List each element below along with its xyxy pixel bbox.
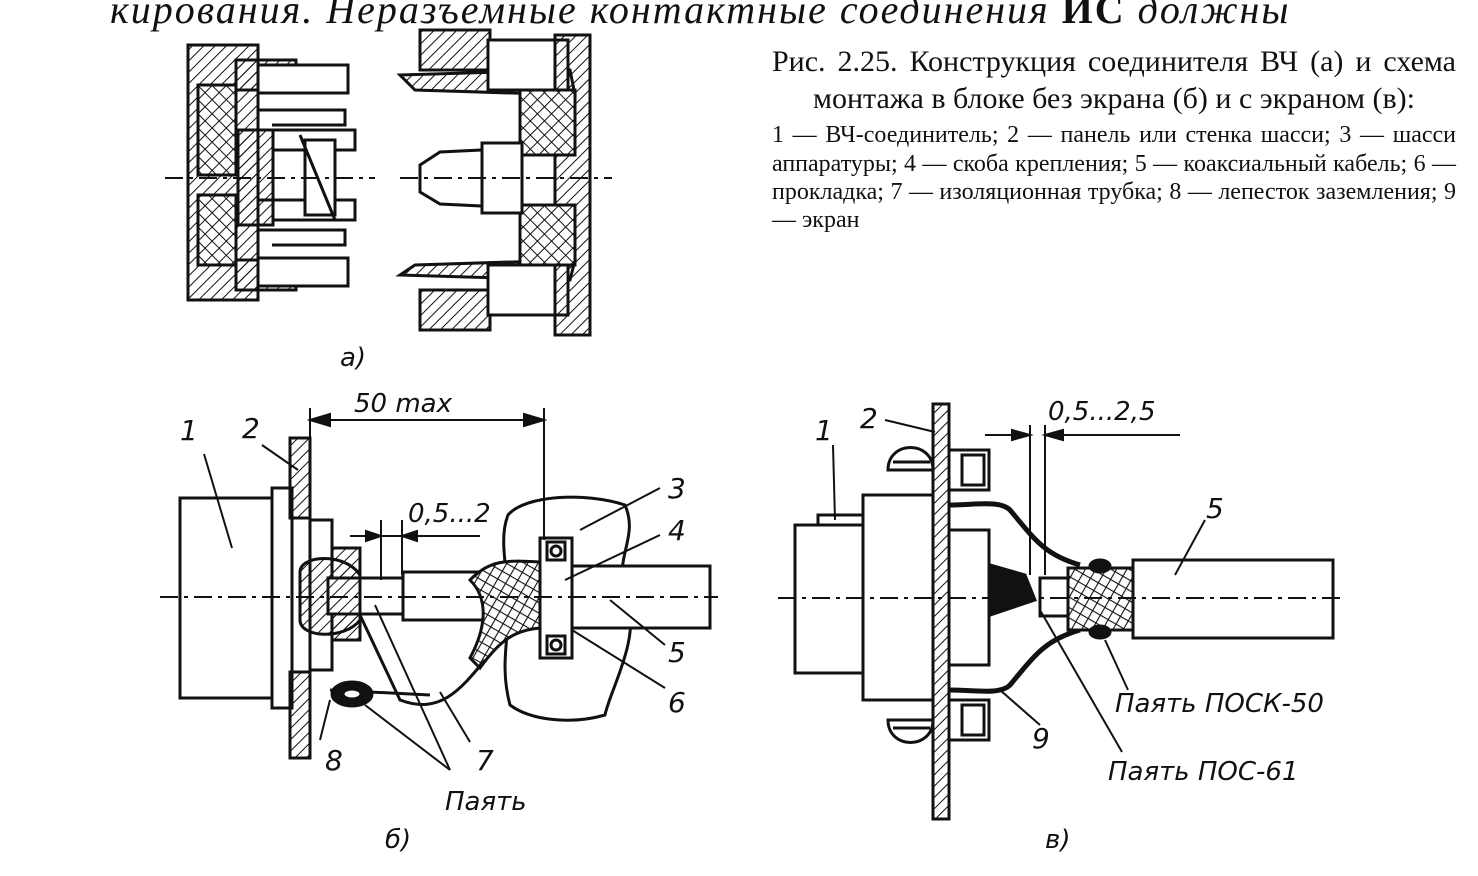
v-label-5: 5 bbox=[1206, 492, 1224, 525]
b-label-5: 5 bbox=[668, 636, 686, 669]
b-label-8: 8 bbox=[325, 744, 343, 777]
v-label-solder-posk: Паять ПОСК-50 bbox=[1115, 689, 1324, 719]
sublabel-v: в) bbox=[1045, 825, 1070, 855]
sublabel-b: б) bbox=[385, 825, 411, 855]
v-dimension-lines bbox=[832, 419, 1206, 753]
dim-b-05-2: 0,5...2 bbox=[408, 499, 491, 529]
b-label-2: 2 bbox=[242, 412, 260, 445]
figure-caption: Рис. 2.25. Конструкция соединителя ВЧ (а… bbox=[772, 44, 1456, 234]
header-text-part2: ИС bbox=[1061, 0, 1126, 32]
caption-title: Рис. 2.25. Конструкция соединителя ВЧ (а… bbox=[772, 45, 1456, 115]
b-label-3: 3 bbox=[668, 472, 686, 505]
b-label-4: 4 bbox=[668, 514, 686, 547]
b-label-7: 7 bbox=[476, 744, 494, 777]
v-label-solder-pos: Паять ПОС-61 bbox=[1108, 757, 1299, 787]
v-label-2: 2 bbox=[860, 402, 878, 435]
b-label-1: 1 bbox=[180, 414, 198, 447]
header-text-strip: кирования. Неразъемные контактные соедин… bbox=[110, 0, 1290, 33]
header-text-part3: должны bbox=[1137, 0, 1291, 32]
dim-v-05-25: 0,5...2,5 bbox=[1048, 397, 1156, 427]
dim-b-50max: 50 max bbox=[354, 389, 453, 419]
v-label-9: 9 bbox=[1032, 722, 1050, 755]
v-label-1: 1 bbox=[815, 414, 833, 447]
part-a-left bbox=[186, 43, 357, 302]
caption-legend: 1 — ВЧ-соединитель; 2 — панель или стенк… bbox=[772, 122, 1456, 234]
b-label-solder: Паять bbox=[445, 787, 527, 817]
b-dimension-lines bbox=[203, 408, 666, 771]
sublabel-a: а) bbox=[340, 343, 366, 373]
header-text-part1: кирования. Неразъемные контактные соедин… bbox=[110, 0, 1050, 32]
part-a-right bbox=[395, 28, 592, 337]
b-label-6: 6 bbox=[668, 686, 686, 719]
